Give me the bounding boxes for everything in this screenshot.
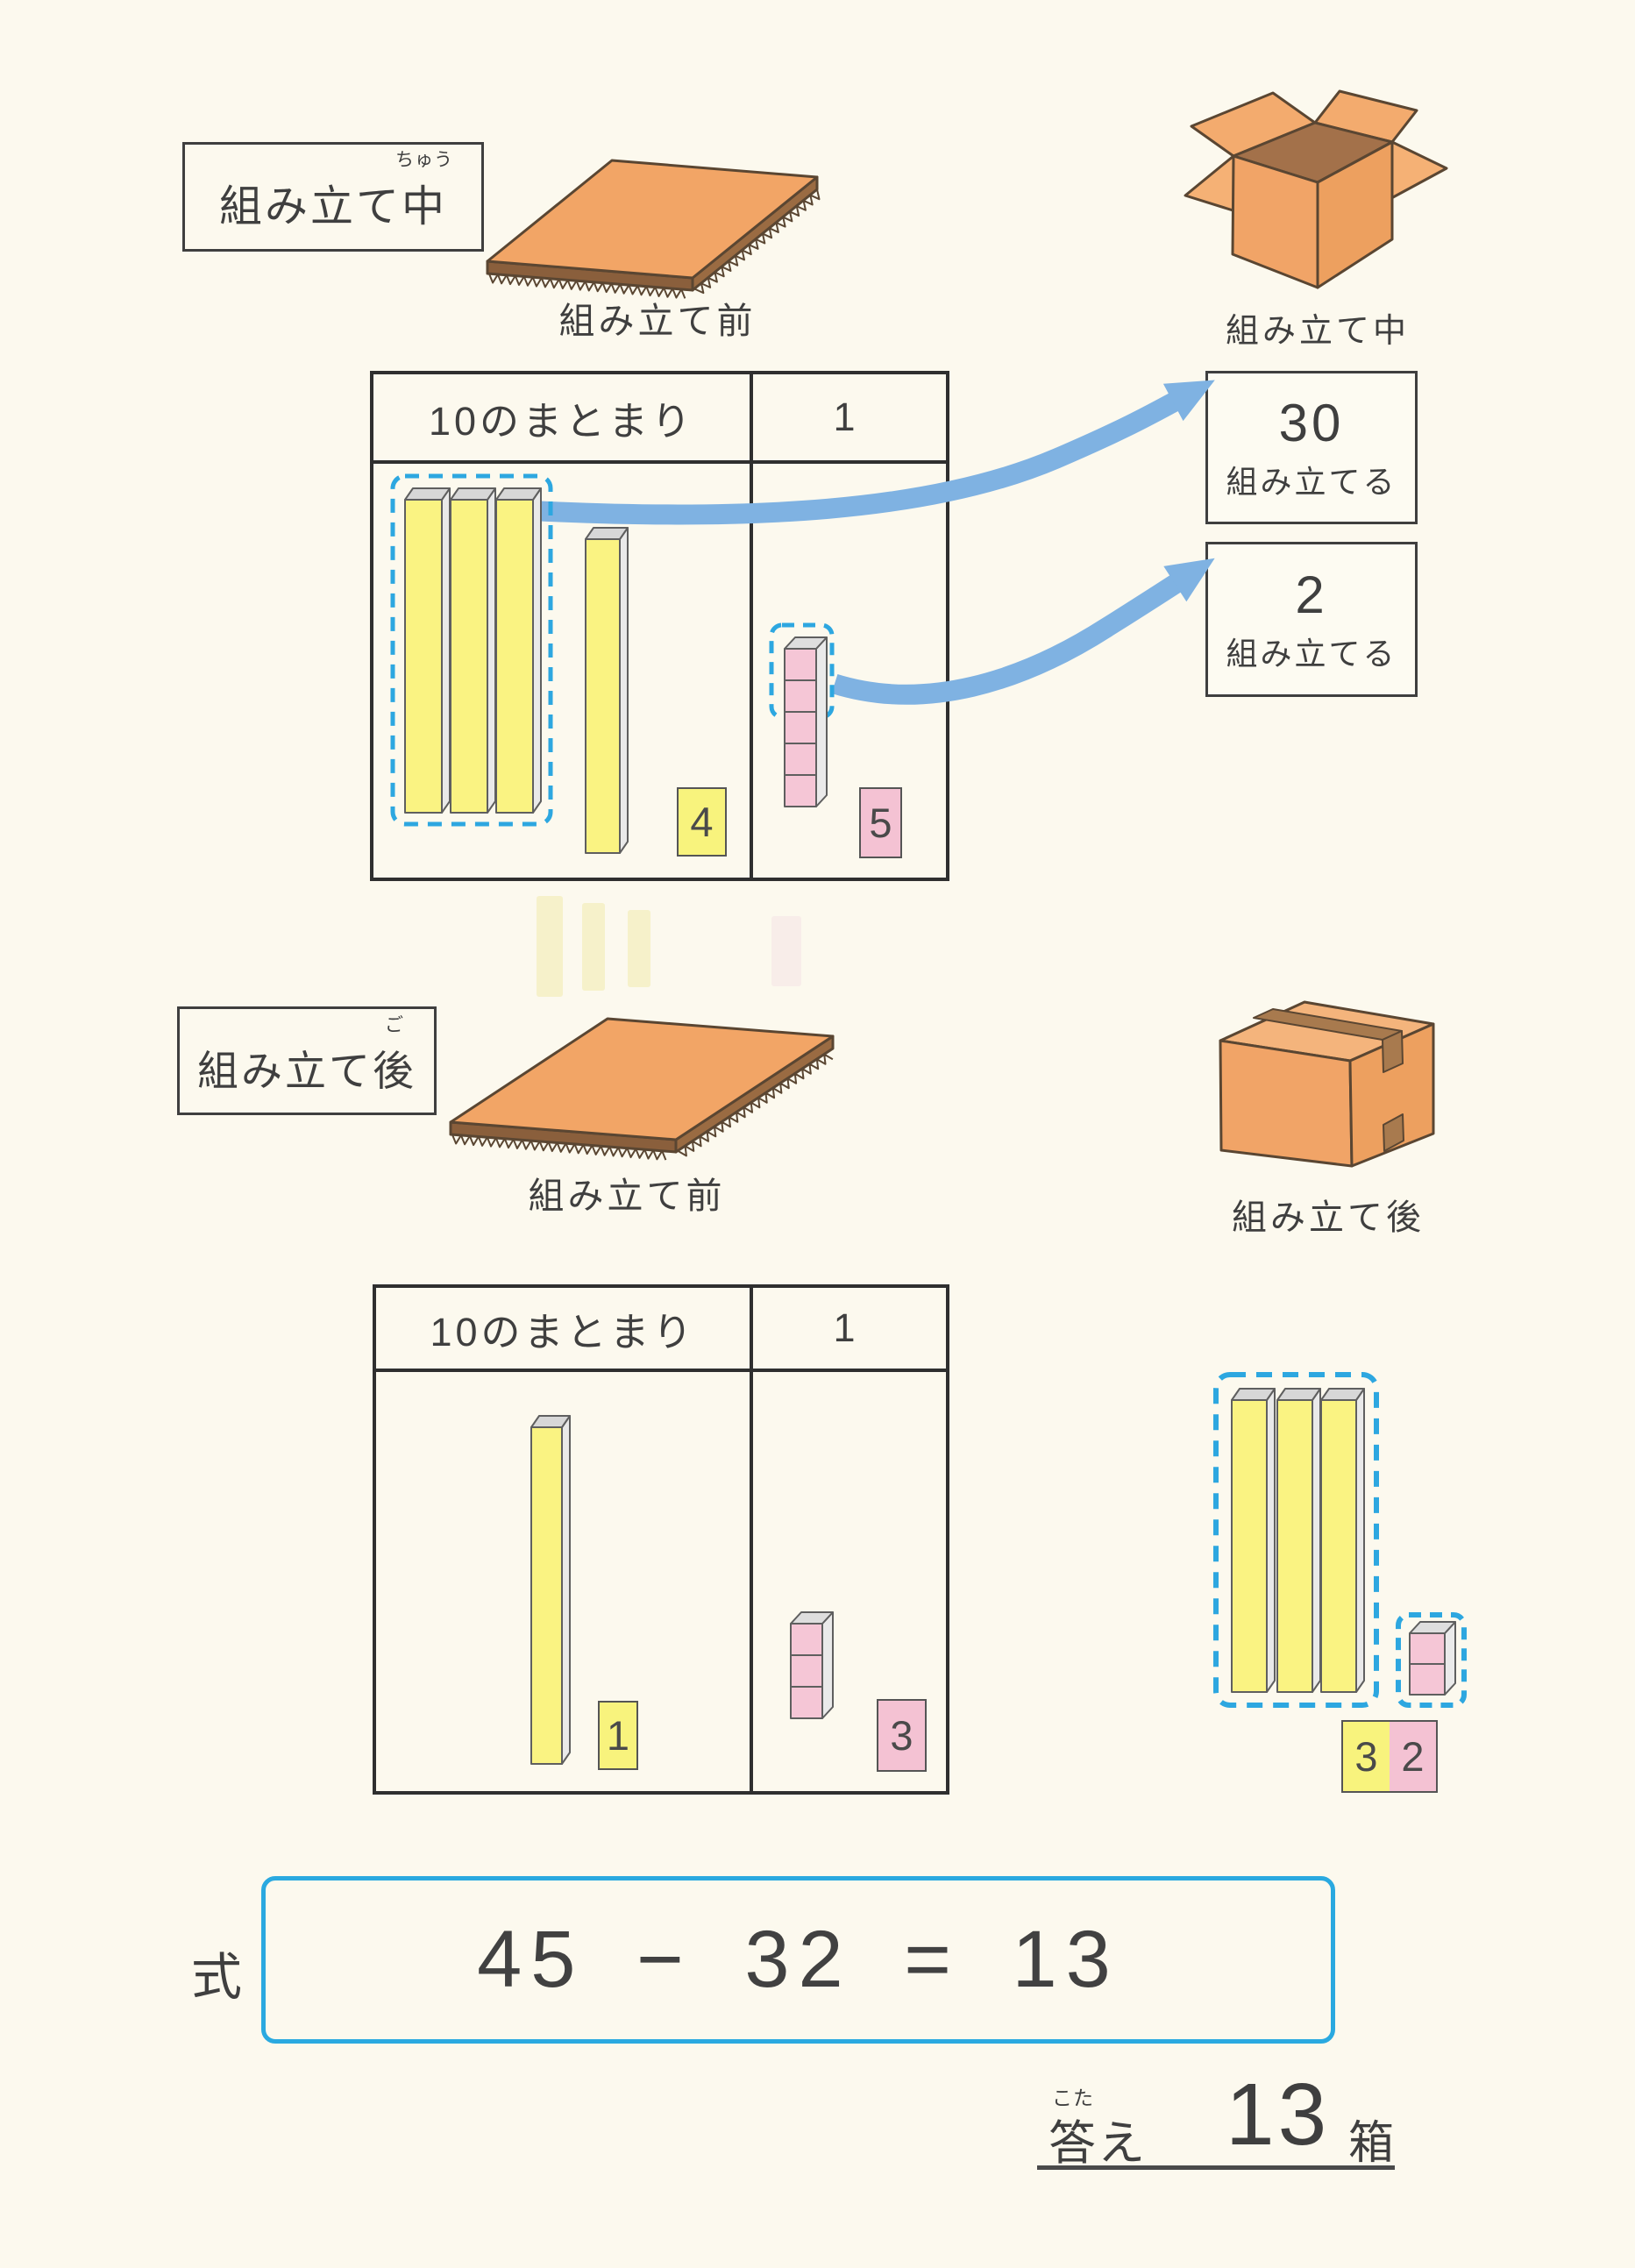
section-after-tag-text: 組み立て後ご <box>197 1015 416 1098</box>
tens-bar <box>585 527 629 854</box>
open-box-icon <box>1184 89 1448 289</box>
box-tape <box>1253 1008 1404 1152</box>
furigana: ちゅう <box>395 150 453 170</box>
bleedthrough-mark <box>582 903 605 991</box>
header-ones-after: 1 <box>833 1305 859 1350</box>
callout-value: 30 <box>1278 394 1345 452</box>
callout-assemble-2: 2 組み立てる <box>1205 542 1418 697</box>
place-value-table-after <box>373 1284 949 1795</box>
ones-cube <box>784 711 817 744</box>
ones-cube <box>790 1654 823 1688</box>
tens-bar <box>1231 1388 1276 1693</box>
ones-cube <box>784 679 817 713</box>
table-column-divider <box>750 374 753 878</box>
tens-bar <box>495 487 542 814</box>
answer-unit: 箱 <box>1348 2118 1395 2169</box>
ones-cube <box>784 743 817 776</box>
furigana: ご <box>385 1014 404 1035</box>
ones-cube <box>784 774 817 807</box>
arrow-ones-to-callout <box>831 558 1215 705</box>
bleedthrough-mark <box>537 896 563 997</box>
flat-sheet-caption-during: 組み立て前 <box>558 301 757 341</box>
tens-count-card-during: 4 <box>677 787 727 857</box>
ones-cubes-after <box>790 1611 834 1719</box>
answer-underline <box>1037 2165 1395 2170</box>
tens-bar <box>450 487 496 814</box>
bleedthrough-mark <box>628 910 650 987</box>
place-value-table-during <box>370 371 949 881</box>
formula-label: 式 <box>191 1949 243 2006</box>
header-ones-during: 1 <box>833 395 859 439</box>
callout-value: 2 <box>1295 565 1328 624</box>
answer-label: 答こたえ <box>1049 2087 1147 2173</box>
section-after-tag: 組み立て後ご <box>177 1006 437 1115</box>
ones-cubes-during <box>784 636 828 807</box>
table-header-divider <box>373 460 946 464</box>
ones-count-card-after: 3 <box>877 1699 927 1772</box>
bleedthrough-mark <box>771 916 801 986</box>
furigana: こた <box>1052 2087 1094 2109</box>
callout-assemble-30: 30 組み立てる <box>1205 371 1418 524</box>
arrow-tens-to-callout <box>539 380 1215 525</box>
equation-text: 45 − 32 = 13 <box>477 1915 1120 2004</box>
section-during-tag: 組み立て中ちゅう <box>182 142 484 252</box>
header-tens-during: 10のまとまり <box>428 398 695 444</box>
ones-cube <box>1409 1663 1446 1696</box>
ones-cube <box>790 1686 823 1719</box>
grouped-ones-dashed-box <box>769 622 835 720</box>
ones-count-card-during: 5 <box>859 787 902 858</box>
open-box-caption: 組み立て中 <box>1225 313 1410 350</box>
table-column-divider <box>750 1288 753 1791</box>
ones-cube <box>784 648 817 681</box>
assembled-ones-card: 2 <box>1390 1720 1438 1793</box>
callout-action: 組み立てる <box>1226 636 1397 672</box>
assembled-ones-cubes <box>1409 1621 1456 1696</box>
tens-count-card-after: 1 <box>598 1701 638 1770</box>
tens-bar-after <box>530 1415 571 1765</box>
grouped-tens-dashed-box <box>390 473 553 827</box>
assembled-tens-card: 3 <box>1341 1720 1391 1793</box>
callout-action: 組み立てる <box>1226 464 1397 500</box>
ones-cube <box>790 1623 823 1656</box>
flat-sheet-caption-after: 組み立て前 <box>528 1176 726 1216</box>
table-header-divider <box>376 1369 946 1372</box>
tens-bar <box>1276 1388 1321 1693</box>
ones-cube <box>1409 1632 1446 1665</box>
tens-bar <box>404 487 451 814</box>
closed-box-icon <box>1219 1000 1435 1168</box>
tens-bars-during <box>404 487 629 854</box>
header-tens-after: 10のまとまり <box>430 1309 696 1354</box>
assembled-tens-bars <box>1231 1388 1365 1693</box>
section-during-tag-text: 組み立て中ちゅう <box>219 150 452 234</box>
tens-bar <box>1320 1388 1365 1693</box>
assembled-tens-dashed-box <box>1213 1372 1379 1708</box>
formula-box: 45 − 32 = 13 <box>261 1876 1335 2044</box>
flat-cardboard-sheet-after <box>449 1017 835 1161</box>
closed-box-caption: 組み立て後 <box>1232 1198 1425 1237</box>
flat-cardboard-sheet-during <box>486 159 821 299</box>
answer-value: 13 <box>1226 2065 1331 2164</box>
assembled-ones-dashed-box <box>1396 1612 1467 1708</box>
